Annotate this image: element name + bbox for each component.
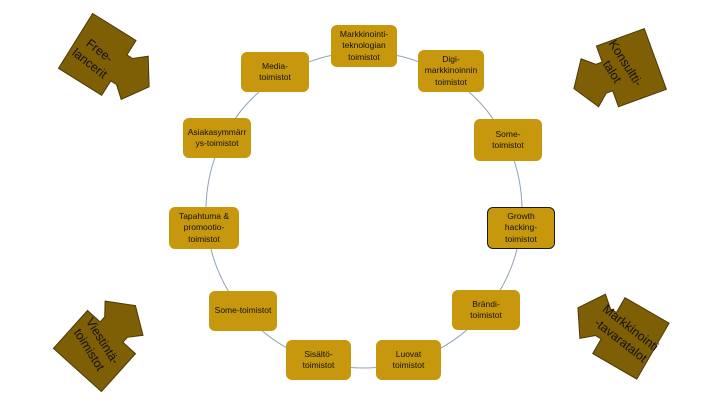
ring-node-media: Media- toimistot bbox=[241, 52, 309, 92]
ring-node-tapahtuma: Tapahtuma & promootio- toimistot bbox=[169, 207, 239, 249]
ring-node-markkinointiteknologia: Markkinointi- teknologian toimistot bbox=[331, 25, 397, 67]
ring-node-brandi: Brändi- toimistot bbox=[452, 290, 520, 330]
callout-arrow-viestintatoimistot bbox=[52, 300, 144, 393]
callout-shapes bbox=[52, 12, 670, 393]
ring-node-growth-hacking: Growth hacking- toimistot bbox=[487, 207, 555, 249]
ring-node-asiakasymmarrys: Asiakasymmärr ys-toimistot bbox=[183, 118, 251, 158]
ring-node-luovat: Luovat toimistot bbox=[376, 340, 441, 380]
ring-node-digimarkkinointi: Digi- markkinoinnin toimistot bbox=[418, 50, 484, 92]
callout-arrow-konsulttitalot bbox=[573, 27, 668, 108]
ring-node-some-top: Some- toimistot bbox=[474, 119, 542, 161]
ring-node-sisalto: Sisältö- toimistot bbox=[286, 340, 351, 380]
callout-arrow-freelancerit bbox=[57, 12, 150, 101]
callout-arrow-markkinointitavaratalot bbox=[577, 293, 670, 380]
ring-node-some-bottom: Some-toimistot bbox=[209, 291, 277, 331]
